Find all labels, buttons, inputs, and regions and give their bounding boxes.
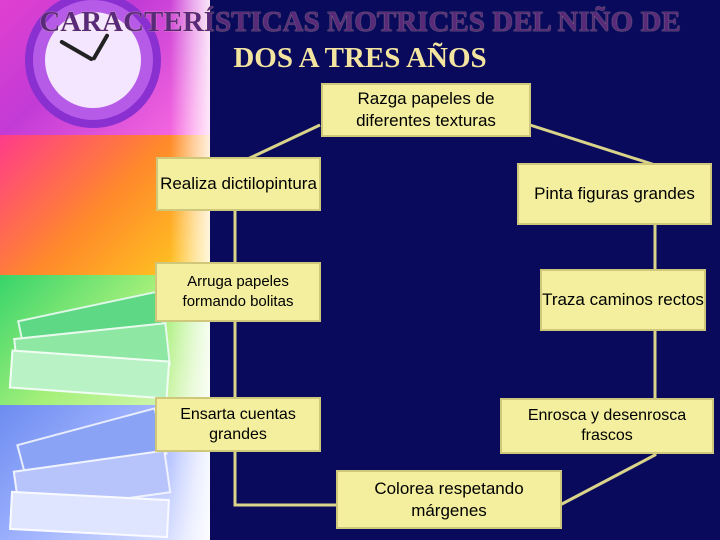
clock-icon [25, 0, 161, 128]
page-title: CARACTERÍSTICAS MOTRICES DEL NIÑO DE DOS… [0, 4, 720, 76]
node-top: Razga papeles de diferentes texturas [321, 83, 531, 137]
node-right-2: Traza caminos rectos [540, 269, 706, 331]
node-left-1: Realiza dictilopintura [156, 157, 321, 211]
title-line-2: DOS A TRES AÑOS [233, 42, 487, 74]
node-right-1: Pinta figuras grandes [517, 163, 712, 225]
node-bottom: Colorea respetando márgenes [336, 470, 562, 529]
title-line-1: CARACTERÍSTICAS MOTRICES DEL NIÑO DE [39, 6, 681, 38]
node-left-3: Ensarta cuentas grandes [155, 397, 321, 452]
node-right-3: Enrosca y desenrosca frascos [500, 398, 714, 454]
left-connector [233, 123, 360, 507]
node-left-2: Arruga papeles formando bolitas [155, 262, 321, 322]
